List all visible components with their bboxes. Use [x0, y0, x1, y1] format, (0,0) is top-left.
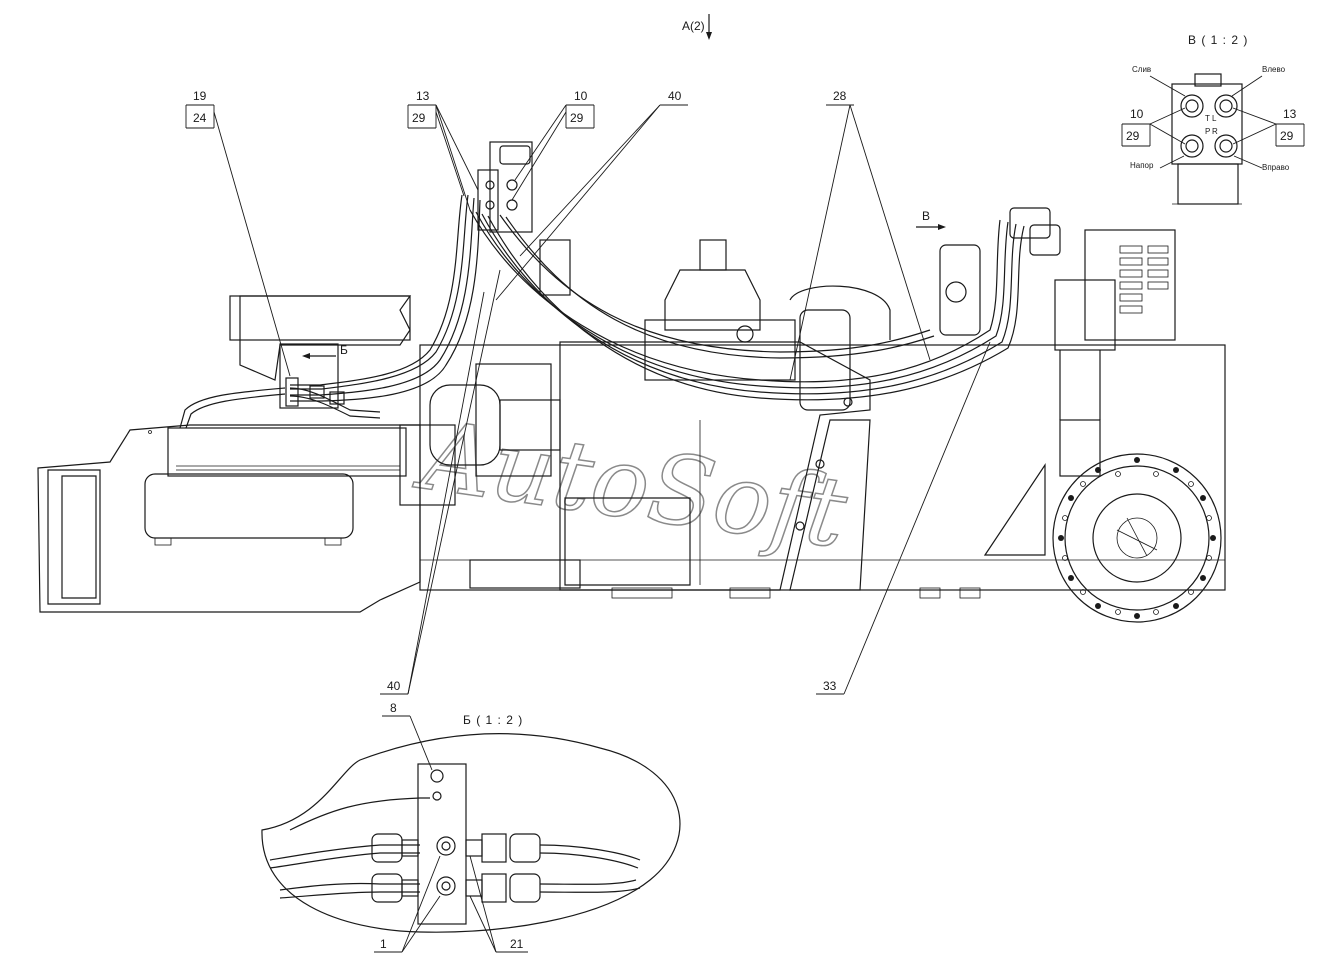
callout-19-24: 19 24 — [185, 89, 291, 377]
callout-v-29-left: 29 — [1126, 129, 1140, 143]
callout-33-label: 33 — [823, 679, 837, 693]
callout-19: 19 — [193, 89, 207, 103]
callout-28-label: 28 — [833, 89, 847, 103]
callout-13: 13 — [416, 89, 430, 103]
view-b-marker: Б — [302, 343, 348, 359]
callout-40-top-label: 40 — [668, 89, 682, 103]
callout-24: 24 — [193, 111, 207, 125]
view-a-label: A(2) — [682, 19, 705, 33]
callout-v-13: 13 — [1283, 107, 1297, 121]
valve-block — [477, 141, 571, 296]
port-vlevo-label: Влево — [1262, 65, 1286, 74]
rotary-flange — [1052, 453, 1222, 623]
callout-1: 1 — [380, 937, 387, 951]
callout-10-29: 10 29 — [511, 89, 595, 201]
callout-29-right: 29 — [570, 111, 584, 125]
port-l-label: L — [1212, 114, 1217, 123]
detail-b: Б ( 1 : 2 ) 8 1 21 — [261, 701, 681, 953]
port-r-label: R — [1212, 127, 1218, 136]
left-front-unit — [37, 295, 456, 613]
callout-29-left: 29 — [412, 111, 426, 125]
callout-v-29-right: 29 — [1280, 129, 1294, 143]
port-vpravo-label: Вправо — [1262, 163, 1290, 172]
callout-33: 33 — [816, 341, 991, 695]
view-v-marker: В — [916, 209, 946, 230]
view-v-label: В — [922, 209, 930, 223]
right-upper-unit — [939, 207, 1176, 556]
view-a-marker: A(2) — [682, 14, 712, 40]
callout-13-29: 13 29 — [407, 89, 479, 211]
callout-8: 8 — [390, 701, 397, 715]
port-napor-label: Напор — [1130, 161, 1154, 170]
port-p-label: P — [1205, 127, 1210, 136]
callout-21: 21 — [510, 937, 524, 951]
callout-28: 28 — [789, 89, 931, 381]
detail-v: В ( 1 : 2 ) T L P R Слив Влево Напор Впр… — [1121, 33, 1305, 205]
callout-10: 10 — [574, 89, 588, 103]
port-sliv-label: Слив — [1132, 65, 1151, 74]
hydraulic-hoses — [179, 194, 1025, 429]
fittings-b-area — [285, 377, 345, 407]
main-frame — [419, 341, 1226, 599]
watermark-text: AutoSoft — [408, 399, 853, 570]
center-motor-assembly — [429, 239, 891, 466]
callout-40-top: 40 — [495, 89, 688, 301]
detail-b-title: Б ( 1 : 2 ) — [463, 713, 523, 727]
callout-v-10: 10 — [1130, 107, 1144, 121]
detail-v-title: В ( 1 : 2 ) — [1188, 33, 1248, 47]
port-t-label: T — [1205, 114, 1210, 123]
callout-40-bottom-label: 40 — [387, 679, 401, 693]
view-b-label: Б — [340, 343, 348, 357]
callout-40-bottom: 40 — [380, 269, 501, 695]
